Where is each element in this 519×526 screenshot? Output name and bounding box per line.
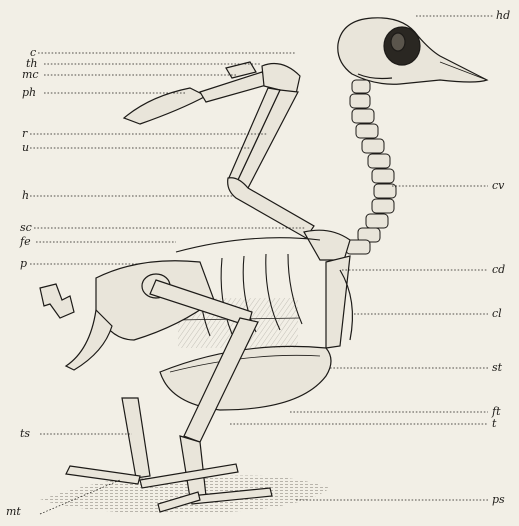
label-mc: mc bbox=[22, 69, 39, 81]
label-ph: ph bbox=[22, 87, 36, 99]
leader-lines bbox=[30, 16, 494, 514]
label-cv: cv bbox=[492, 180, 504, 192]
label-p: p bbox=[20, 258, 27, 270]
label-st: st bbox=[492, 362, 502, 374]
skull bbox=[338, 18, 487, 84]
label-cl: cl bbox=[492, 308, 502, 320]
wing bbox=[124, 62, 314, 238]
label-fe: fe bbox=[20, 236, 31, 248]
label-ps: ps bbox=[492, 494, 505, 506]
pelvis-tail bbox=[40, 261, 214, 370]
label-hd: hd bbox=[496, 10, 510, 22]
label-h: h bbox=[22, 190, 29, 202]
label-t: t bbox=[492, 418, 496, 430]
label-sc: sc bbox=[20, 222, 32, 234]
label-u: u bbox=[22, 142, 29, 154]
label-r: r bbox=[22, 128, 27, 140]
cervical-vertebrae bbox=[346, 80, 396, 254]
label-ts: ts bbox=[20, 428, 30, 440]
label-mt: mt bbox=[6, 506, 21, 518]
label-cd: cd bbox=[492, 264, 505, 276]
